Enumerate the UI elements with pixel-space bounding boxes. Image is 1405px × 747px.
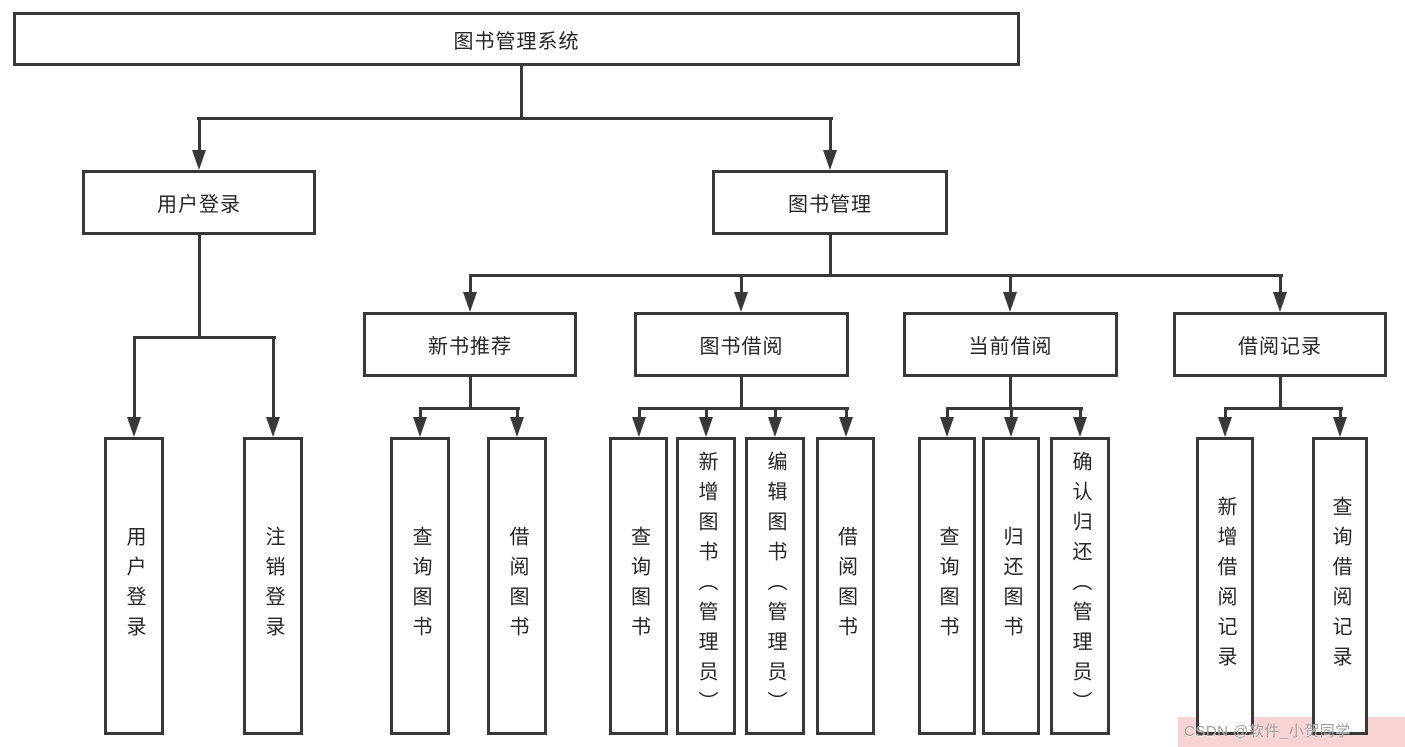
connector-leaf bbox=[774, 407, 777, 417]
arrow-down-icon bbox=[1273, 292, 1287, 312]
arrow-down-icon bbox=[463, 292, 477, 312]
arrow-down-icon bbox=[266, 417, 280, 437]
connector-new-book-stem bbox=[469, 377, 472, 407]
arrow-down-icon bbox=[823, 150, 837, 170]
node-leaf-borrow-books: 借阅图书 bbox=[816, 437, 875, 735]
node-library-system: 图书管理系统 bbox=[13, 12, 1020, 66]
connector-book-borrow-stem bbox=[740, 377, 743, 407]
connector-leaf bbox=[1224, 407, 1227, 417]
connector-leaf bbox=[1079, 407, 1082, 417]
arrow-down-icon bbox=[1218, 417, 1232, 437]
connector-leaf bbox=[845, 407, 848, 417]
connector-user-login-stem bbox=[198, 235, 201, 336]
node-label: 借阅图书 bbox=[834, 526, 857, 646]
node-label: 归还图书 bbox=[1000, 526, 1022, 646]
node-new-book-recommend: 新书推荐 bbox=[363, 312, 577, 377]
node-leaf-return-books: 归还图书 bbox=[982, 437, 1040, 735]
arrow-down-icon bbox=[413, 417, 427, 437]
connector-leaf bbox=[946, 407, 949, 417]
node-label: 当前借阅 bbox=[968, 336, 1053, 358]
node-leaf-add-borrow-record: 新增借阅记录 bbox=[1196, 437, 1254, 735]
node-label: 图书管理 bbox=[788, 194, 872, 216]
node-leaf-query-books-recommend: 查询图书 bbox=[390, 437, 450, 735]
node-leaf-add-books-admin: 新增图书（管理员） bbox=[676, 437, 736, 735]
node-label: 图书借阅 bbox=[699, 336, 784, 358]
node-label: 确认归还（管理员） bbox=[1069, 451, 1091, 721]
node-label: 新增图书（管理员） bbox=[695, 451, 717, 721]
connector-root-split bbox=[197, 117, 833, 120]
connector-to-borrow-records bbox=[1279, 274, 1282, 292]
node-label: 借阅图书 bbox=[506, 526, 528, 646]
connector-user-login-split bbox=[134, 336, 276, 339]
node-label: 用户登录 bbox=[157, 194, 241, 216]
node-leaf-user-login: 用户登录 bbox=[104, 437, 164, 735]
node-label: 查询图书 bbox=[936, 526, 958, 646]
arrow-down-icon bbox=[632, 417, 646, 437]
connector-root-stem bbox=[520, 66, 523, 119]
arrow-down-icon bbox=[1003, 292, 1017, 312]
arrow-down-icon bbox=[699, 417, 713, 437]
connector-leaf bbox=[1010, 407, 1013, 417]
node-label: 用户登录 bbox=[123, 526, 145, 646]
node-label: 新书推荐 bbox=[428, 336, 512, 358]
node-borrowing-records: 借阅记录 bbox=[1173, 312, 1387, 377]
node-label: 编辑图书（管理员） bbox=[764, 451, 786, 721]
node-leaf-borrow-books-recommend: 借阅图书 bbox=[487, 437, 547, 735]
connector-to-current-borrow bbox=[1009, 274, 1012, 292]
node-leaf-query-books-borrow: 查询图书 bbox=[609, 437, 668, 735]
connector-borrow-records-stem bbox=[1279, 377, 1282, 407]
node-book-borrowing: 图书借阅 bbox=[634, 312, 849, 377]
node-leaf-query-borrow-record: 查询借阅记录 bbox=[1312, 437, 1368, 735]
node-leaf-query-books-current: 查询图书 bbox=[918, 437, 976, 735]
arrow-down-icon bbox=[940, 417, 954, 437]
arrow-down-icon bbox=[734, 292, 748, 312]
connector-new-book-split bbox=[420, 407, 520, 410]
node-label: 图书管理系统 bbox=[453, 30, 580, 53]
node-leaf-edit-books-admin: 编辑图书（管理员） bbox=[745, 437, 805, 735]
connector-to-user-login bbox=[198, 117, 201, 150]
connector-book-management-split bbox=[470, 274, 1283, 277]
node-label: 注销登录 bbox=[262, 526, 284, 646]
connector-current-borrow-stem bbox=[1009, 377, 1012, 407]
connector-to-logout-leaf bbox=[272, 336, 275, 417]
arrow-down-icon bbox=[192, 150, 206, 170]
arrow-down-icon bbox=[1073, 417, 1087, 437]
node-label: 借阅记录 bbox=[1238, 336, 1322, 358]
node-leaf-confirm-return-admin: 确认归还（管理员） bbox=[1050, 437, 1110, 735]
arrow-down-icon bbox=[1004, 417, 1018, 437]
node-label: 查询借阅记录 bbox=[1329, 496, 1351, 676]
arrow-down-icon bbox=[1333, 417, 1347, 437]
arrow-down-icon bbox=[839, 417, 853, 437]
connector-leaf bbox=[1339, 407, 1342, 417]
connector-leaf bbox=[516, 407, 519, 417]
connector-leaf bbox=[419, 407, 422, 417]
arrow-down-icon bbox=[768, 417, 782, 437]
node-leaf-logout: 注销登录 bbox=[243, 437, 303, 735]
connector-to-book-borrow bbox=[740, 274, 743, 292]
arrow-down-icon bbox=[510, 417, 524, 437]
arrow-down-icon bbox=[127, 417, 141, 437]
node-current-borrowing: 当前借阅 bbox=[903, 312, 1118, 377]
node-label: 查询图书 bbox=[409, 526, 431, 646]
connector-leaf bbox=[638, 407, 641, 417]
connector-to-new-book bbox=[469, 274, 472, 292]
node-label: 新增借阅记录 bbox=[1214, 496, 1236, 676]
node-book-management: 图书管理 bbox=[712, 170, 948, 235]
connector-leaf bbox=[705, 407, 708, 417]
csdn-watermark: CSDN @软件_小贺同学 bbox=[1184, 723, 1351, 740]
connector-to-book-management bbox=[829, 117, 832, 150]
connector-book-borrow-split bbox=[639, 407, 849, 410]
node-user-login: 用户登录 bbox=[82, 170, 316, 235]
connector-to-login-leaf bbox=[133, 336, 136, 417]
node-label: 查询图书 bbox=[627, 526, 650, 646]
connector-book-management-stem bbox=[829, 235, 832, 274]
connector-current-borrow-split bbox=[947, 407, 1083, 410]
connector-borrow-records-split bbox=[1225, 407, 1343, 410]
